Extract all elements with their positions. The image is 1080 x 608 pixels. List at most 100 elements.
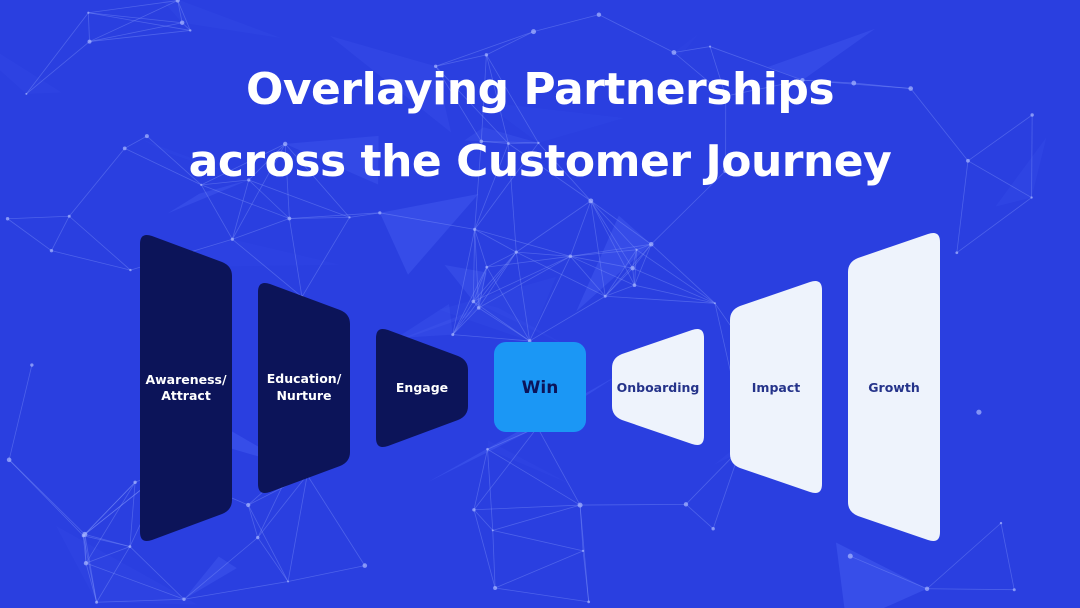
network-node — [999, 521, 1003, 525]
network-polygon — [995, 137, 1047, 207]
network-polygon — [464, 127, 539, 143]
network-line — [7, 215, 70, 220]
network-line — [68, 148, 126, 217]
network-line — [590, 200, 635, 286]
network-line — [580, 503, 686, 506]
network-line — [486, 31, 534, 56]
network-line — [529, 256, 571, 342]
network-line — [725, 79, 803, 97]
network-node — [67, 214, 71, 218]
network-node — [189, 29, 192, 32]
stage-impact-label: Impact — [752, 380, 800, 395]
network-node — [1030, 196, 1033, 199]
stage-onboarding: Onboarding — [612, 329, 704, 445]
stage-awareness-label-line-2: Attract — [161, 388, 211, 403]
network-line — [247, 504, 259, 538]
network-node — [144, 134, 149, 139]
network-line — [492, 530, 496, 588]
network-node — [1030, 113, 1034, 117]
network-line — [494, 550, 584, 589]
network-line — [487, 448, 581, 506]
network-line — [146, 135, 202, 186]
network-line — [481, 141, 509, 144]
network-line — [579, 505, 584, 551]
network-line — [284, 143, 350, 218]
network-line — [495, 587, 589, 603]
network-line — [516, 200, 592, 253]
network-node — [6, 457, 12, 463]
network-line — [201, 184, 290, 219]
network-node — [476, 306, 481, 310]
network-line — [435, 66, 482, 142]
network-line — [452, 251, 517, 335]
network-line — [85, 562, 185, 600]
network-line — [508, 143, 592, 202]
stage-growth-label: Growth — [868, 380, 919, 395]
stage-win-shape — [494, 342, 586, 432]
network-line — [579, 505, 590, 602]
network-line — [26, 41, 90, 95]
network-line — [85, 563, 97, 603]
network-node — [708, 45, 712, 48]
network-node — [924, 586, 930, 591]
network-line — [508, 142, 539, 144]
stage-engage-shape — [376, 329, 468, 447]
network-line — [232, 143, 286, 240]
stage-education: Education/ Nurture — [258, 283, 350, 493]
network-line — [480, 54, 487, 142]
network-line — [481, 141, 539, 144]
stage-growth: Growth — [848, 233, 940, 541]
network-node — [179, 20, 185, 25]
network-line — [570, 200, 592, 257]
stage-impact-shape — [730, 281, 822, 493]
network-line — [590, 200, 652, 245]
network-line — [632, 249, 637, 269]
network-line — [96, 546, 131, 603]
network-node — [537, 141, 540, 145]
network-node — [256, 535, 260, 540]
stage-engage-label: Engage — [396, 380, 448, 395]
network-line — [1031, 114, 1033, 198]
network-line — [83, 535, 130, 547]
network-line — [177, 0, 183, 23]
network-line — [473, 509, 496, 589]
network-node — [25, 92, 28, 95]
network-line — [200, 184, 233, 240]
network-line — [650, 170, 726, 245]
network-line — [257, 537, 289, 582]
network-polygon — [285, 135, 379, 185]
network-line — [435, 54, 487, 67]
network-node — [83, 560, 89, 566]
network-line — [853, 82, 911, 89]
network-line — [673, 52, 726, 97]
network-line — [349, 212, 380, 218]
network-line — [685, 504, 714, 530]
stage-impact: Impact — [730, 281, 822, 493]
network-line — [306, 474, 366, 566]
network-line — [248, 143, 286, 181]
network-line — [605, 284, 635, 297]
network-line — [88, 0, 178, 14]
network-node — [484, 53, 489, 57]
network-line — [967, 114, 1033, 162]
network-node — [851, 80, 857, 86]
network-node — [287, 216, 292, 221]
network-line — [590, 200, 633, 269]
network-line — [88, 12, 191, 31]
network-line — [632, 267, 716, 304]
network-line — [201, 143, 286, 186]
network-node — [81, 534, 85, 538]
network-line — [486, 54, 539, 144]
network-line — [89, 22, 183, 42]
network-polygon — [184, 556, 237, 600]
network-line — [709, 46, 803, 81]
network-polygon — [439, 276, 556, 341]
network-line — [379, 212, 475, 230]
network-node — [49, 248, 54, 253]
network-line — [590, 200, 637, 251]
network-line — [289, 212, 380, 219]
network-node — [30, 363, 34, 367]
network-node — [531, 29, 537, 35]
network-node — [473, 227, 477, 231]
network-node — [632, 283, 637, 288]
